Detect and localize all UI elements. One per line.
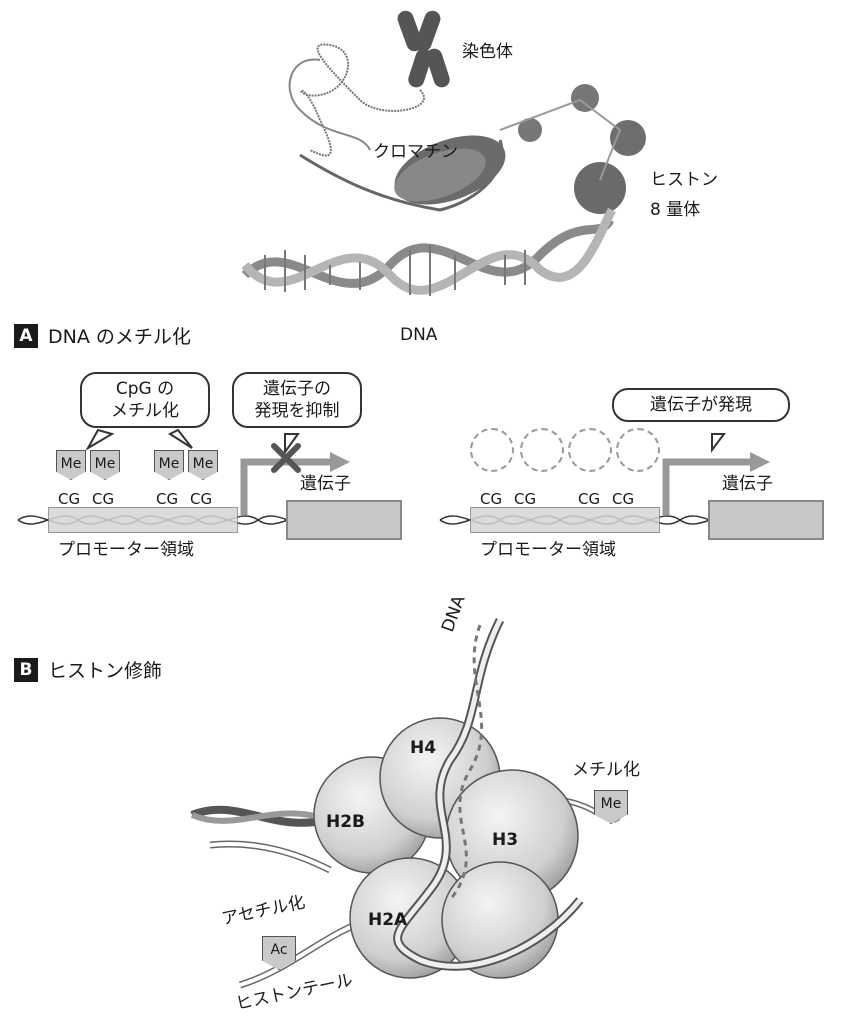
cpg-bubble-line1: CpG の: [115, 379, 175, 399]
dna-helix: [241, 207, 616, 296]
promoter-label-right: プロモーター領域: [480, 540, 616, 560]
dna-label: DNA: [400, 325, 438, 345]
cg-label: CG: [514, 490, 537, 508]
gene-label-right: 遺伝子: [722, 474, 773, 494]
unmethylated-site: [568, 428, 612, 472]
histone-octamer-label-2: 8 量体: [650, 200, 701, 220]
repress-bubble: 遺伝子の 発現を抑制: [232, 372, 362, 428]
methyl-tag: Me: [154, 450, 184, 480]
cg-label: CG: [190, 490, 213, 508]
chromosome-icon: [397, 10, 450, 88]
gene-label-left: 遺伝子: [300, 474, 351, 494]
section-b-title: ヒストン修飾: [48, 660, 163, 682]
section-a-title: DNA のメチル化: [48, 326, 191, 348]
gene-box-left: [286, 500, 402, 540]
section-b-heading: B ヒストン修飾: [14, 656, 162, 683]
cg-label: CG: [480, 490, 503, 508]
chromatin-fiber: [299, 135, 506, 212]
section-b-badge: B: [14, 657, 38, 682]
histone-h2a-label: H2A: [368, 910, 408, 930]
chromosome-label: 染色体: [462, 42, 513, 62]
methylation-label: メチル化: [572, 760, 640, 780]
cross-icon: [271, 443, 301, 473]
unmethylated-site: [616, 428, 660, 472]
cg-label: CG: [612, 490, 635, 508]
cg-label: CG: [58, 490, 81, 508]
promoter-region-right: [470, 507, 660, 533]
unmethylated-site: [520, 428, 564, 472]
histone-h3-label: H3: [492, 830, 519, 850]
unmethylated-site: [470, 428, 514, 472]
cg-label: CG: [92, 490, 115, 508]
section-a-badge: A: [14, 323, 38, 348]
chromatin-illustration: [241, 10, 646, 296]
express-bubble: 遺伝子が発現: [612, 388, 790, 422]
cg-label: CG: [578, 490, 601, 508]
histone-h4-label: H4: [410, 738, 437, 758]
methyl-tag: Me: [188, 450, 218, 480]
repress-bubble-line1: 遺伝子の: [263, 379, 331, 399]
histone-h2b-label: H2B: [326, 812, 366, 832]
chromatin-label: クロマチン: [373, 142, 458, 162]
histone-octamer-label-1: ヒストン: [650, 170, 718, 190]
cpg-methylation-bubble: CpG の メチル化: [80, 372, 210, 428]
promoter-region-left: [48, 507, 238, 533]
nucleosome-illustration: [190, 617, 623, 989]
cpg-bubble-line2: メチル化: [111, 401, 179, 421]
promoter-label-left: プロモーター領域: [58, 540, 194, 560]
nucleosome-beads: [499, 84, 646, 214]
cg-label: CG: [156, 490, 179, 508]
repress-bubble-line2: 発現を抑制: [254, 401, 340, 421]
section-a-heading: A DNA のメチル化: [14, 322, 191, 349]
gene-box-right: [708, 500, 824, 540]
